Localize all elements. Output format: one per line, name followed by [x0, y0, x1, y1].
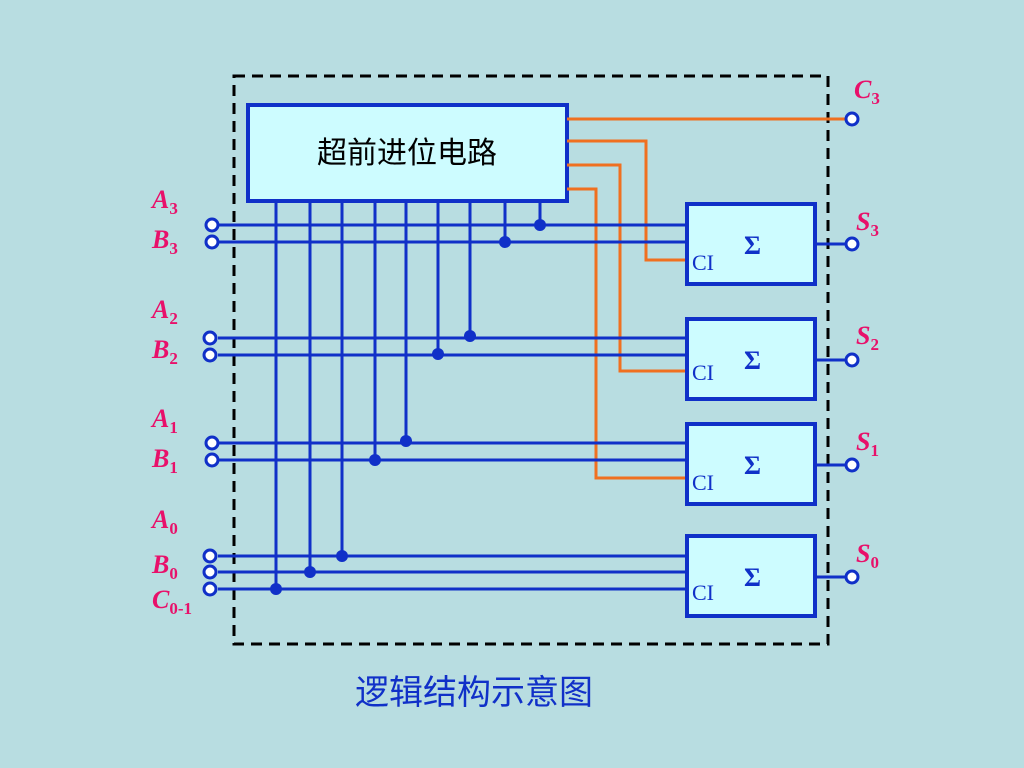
pin-label-a3: A3: [150, 185, 178, 218]
pin-label-b2: B2: [151, 335, 178, 368]
dashed-enclosure: [232, 74, 830, 646]
sum-symbol: Σ: [744, 451, 761, 480]
pin-label-a1: A1: [150, 404, 178, 437]
pin-label-s2: S2: [856, 321, 879, 354]
adder-block-1: Σ CI: [685, 422, 817, 506]
output-terminals: [844, 111, 860, 585]
pin-label-b1: B1: [151, 444, 178, 477]
pin-label-b0: B0: [151, 550, 178, 583]
pin-label-s3: S3: [856, 207, 879, 240]
junction-dots: [270, 219, 546, 595]
carry-in-label: CI: [692, 580, 714, 605]
sum-symbol: Σ: [744, 346, 761, 375]
pin-label-b3: B3: [151, 225, 178, 258]
carry-in-label: CI: [692, 360, 714, 385]
carry-in-label: CI: [692, 470, 714, 495]
input-terminals: [202, 217, 220, 597]
pin-label-a0: A0: [150, 505, 178, 538]
sum-symbol: Σ: [744, 563, 761, 592]
pin-label-s1: S1: [856, 427, 879, 460]
adder-block-0: Σ CI: [685, 534, 817, 618]
carry-wires: [567, 117, 852, 480]
carry-in-label: CI: [692, 250, 714, 275]
cla-block-label: 超前进位电路: [317, 137, 497, 170]
signal-wires: [218, 201, 846, 591]
pin-label-c0-1: C0-1: [152, 585, 192, 618]
adder-block-3: Σ CI: [685, 202, 817, 286]
diagram-caption: 逻辑结构示意图: [355, 674, 593, 712]
pin-label-s0: S0: [856, 539, 879, 572]
pin-label-a2: A2: [150, 295, 178, 328]
sum-symbol: Σ: [744, 231, 761, 260]
pin-label-c3: C3: [854, 75, 880, 108]
adder-block-2: Σ CI: [685, 317, 817, 401]
